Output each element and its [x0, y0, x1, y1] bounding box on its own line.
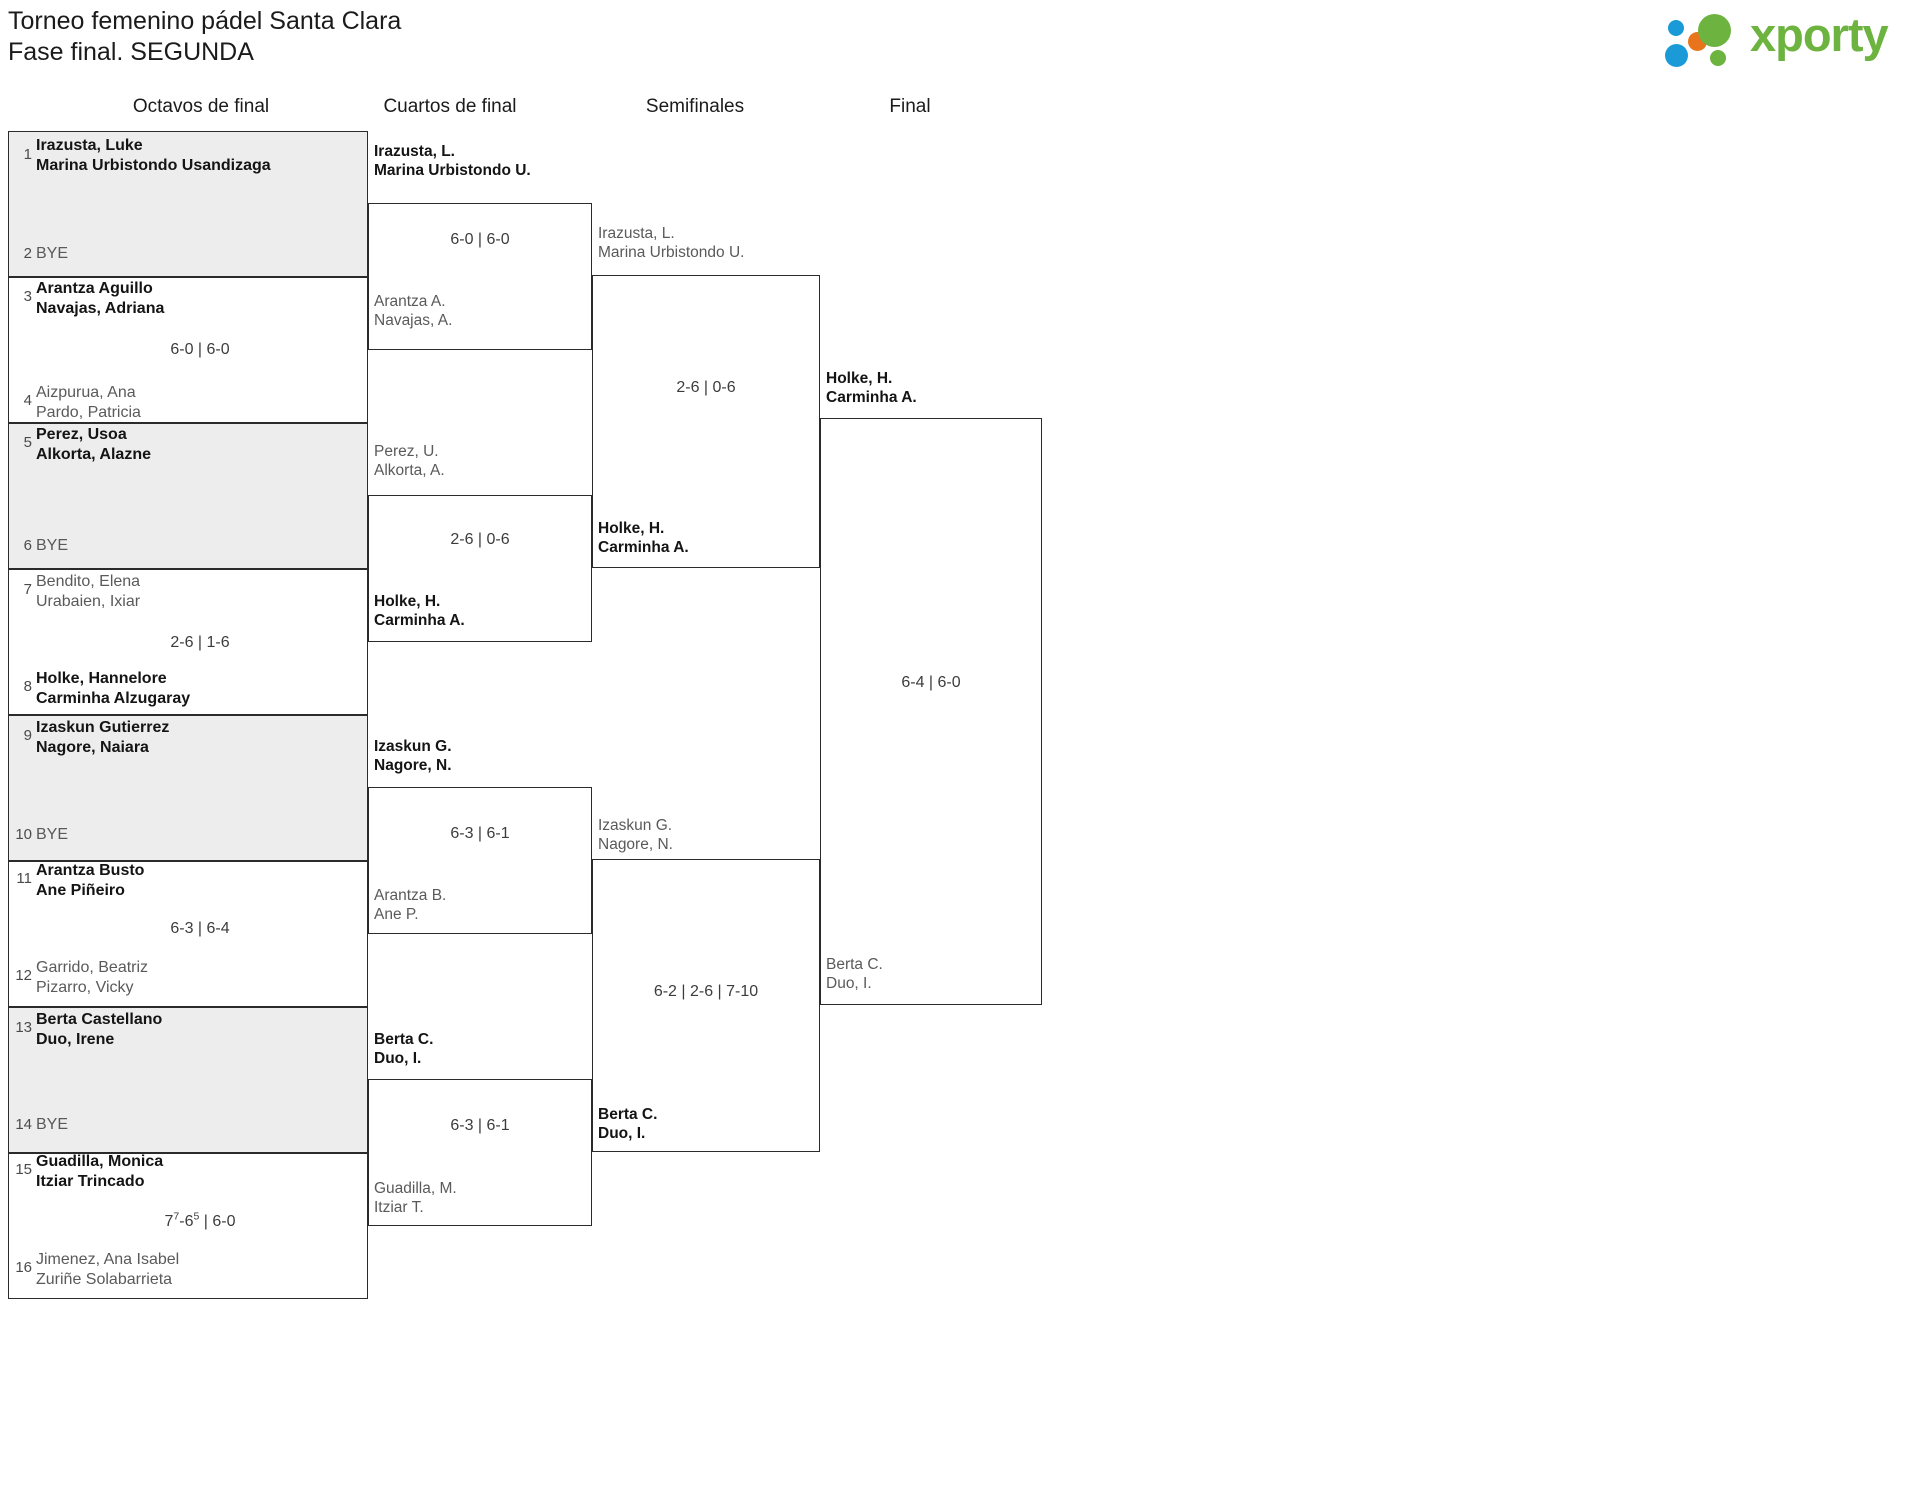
qf-team-bottom[interactable]: Arantza B. Ane P. [374, 887, 447, 923]
r16-pair-box-3[interactable] [8, 423, 368, 569]
seed-number: 16 [15, 1259, 32, 1276]
qf-team-top[interactable]: Izaskun G. Nagore, N. [374, 738, 452, 774]
seed-number: 15 [15, 1161, 32, 1178]
seed-number: 3 [23, 288, 32, 305]
final-team-top[interactable]: Holke, H. Carminha A. [826, 370, 917, 406]
seed-number: 12 [15, 967, 32, 984]
sf-score: 2-6 | 0-6 [676, 379, 736, 396]
r16-score: 77-65 | 6-0 [164, 1210, 236, 1230]
xporty-logo: xporty [1658, 6, 1908, 68]
seed-number: 8 [23, 678, 32, 695]
seed-number: 4 [23, 392, 32, 409]
r16-team: BYE [36, 245, 69, 262]
qf-score: 6-0 | 6-0 [450, 231, 510, 248]
r16-team[interactable]: Guadilla, Monica Itziar Trincado [36, 1153, 164, 1190]
qf-score: 2-6 | 0-6 [450, 531, 510, 548]
qf-score: 6-3 | 6-1 [450, 1117, 510, 1134]
round-heading-octavos: Octavos de final [132, 96, 270, 117]
sf-team-bottom[interactable]: Holke, H. Carminha A. [598, 520, 689, 556]
final-team-bottom[interactable]: Berta C. Duo, I. [826, 956, 883, 992]
r16-team[interactable]: Aizpurua, Ana Pardo, Patricia [36, 384, 141, 421]
r16-pair-box-8[interactable] [8, 1153, 368, 1299]
seed-number: 6 [23, 537, 32, 554]
qf-team-top[interactable]: Berta C. Duo, I. [374, 1031, 434, 1067]
r16-pair-box-1[interactable] [8, 131, 368, 277]
seed-number: 11 [16, 870, 32, 887]
round-heading-cuartos: Cuartos de final [383, 96, 517, 117]
qf-match-box-4[interactable] [368, 1079, 592, 1226]
r16-team[interactable]: Arantza Aguillo Navajas, Adriana [36, 280, 165, 317]
r16-team[interactable]: Arantza Busto Ane Piñeiro [36, 862, 145, 899]
logo-dot-blue-small [1668, 20, 1684, 36]
final-match-box[interactable] [820, 418, 1042, 1005]
qf-team-top[interactable]: Perez, U. Alkorta, A. [374, 443, 445, 479]
qf-match-box-2[interactable] [368, 495, 592, 642]
qf-match-box-1[interactable] [368, 203, 592, 350]
qf-team-bottom[interactable]: Holke, H. Carminha A. [374, 593, 465, 629]
logo-dot-blue-large [1665, 44, 1688, 67]
r16-score: 6-3 | 6-4 [170, 920, 230, 937]
logo-wordmark: xporty [1750, 8, 1889, 61]
seed-number: 14 [15, 1116, 32, 1133]
sf-match-box-1[interactable] [592, 275, 820, 568]
r16-team[interactable]: Garrido, Beatriz Pizarro, Vicky [36, 959, 149, 996]
seed-number: 10 [15, 826, 32, 843]
r16-pair-box-2[interactable] [8, 277, 368, 423]
r16-pair-box-4[interactable] [8, 569, 368, 715]
r16-pair-box-5[interactable] [8, 715, 368, 861]
round-heading-final: Final [889, 96, 931, 117]
seed-number: 9 [23, 727, 32, 744]
sf-match-box-2[interactable] [592, 859, 820, 1152]
seed-number: 5 [23, 434, 32, 451]
r16-pair-box-6[interactable] [8, 861, 368, 1007]
r16-team[interactable]: Irazusta, Luke Marina Urbistondo Usandiz… [36, 137, 271, 174]
logo-dot-green-small [1710, 50, 1726, 66]
round-heading-semifinales: Semifinales [645, 96, 745, 117]
r16-team[interactable]: Izaskun Gutierrez Nagore, Naiara [36, 719, 170, 756]
r16-team: BYE [36, 1116, 69, 1133]
r16-team[interactable]: Berta Castellano Duo, Irene [36, 1011, 163, 1048]
seed-number: 1 [23, 146, 32, 163]
r16-team[interactable]: Perez, Usoa Alkorta, Alazne [36, 426, 151, 463]
qf-team-top[interactable]: Irazusta, L. Marina Urbistondo U. [374, 143, 531, 179]
r16-team: BYE [36, 537, 69, 554]
logo-dot-green-large [1698, 14, 1731, 47]
final-score: 6-4 | 6-0 [901, 674, 961, 691]
r16-team[interactable]: Holke, Hannelore Carminha Alzugaray [36, 670, 191, 707]
r16-pair-box-7[interactable] [8, 1007, 368, 1153]
r16-team: BYE [36, 826, 69, 843]
sf-team-bottom[interactable]: Berta C. Duo, I. [598, 1106, 658, 1142]
qf-score: 6-3 | 6-1 [450, 825, 510, 842]
qf-match-box-3[interactable] [368, 787, 592, 934]
qf-team-bottom[interactable]: Guadilla, M. Itziar T. [374, 1180, 457, 1216]
r16-team[interactable]: Jimenez, Ana Isabel Zuriñe Solabarrieta [36, 1251, 180, 1288]
page-title: Torneo femenino pádel Santa Clara Fase f… [8, 7, 402, 66]
sf-team-top[interactable]: Izaskun G. Nagore, N. [598, 817, 673, 853]
seed-number: 7 [23, 581, 32, 598]
r16-score: 2-6 | 1-6 [170, 634, 230, 651]
sf-team-top[interactable]: Irazusta, L. Marina Urbistondo U. [598, 225, 745, 261]
r16-team[interactable]: Bendito, Elena Urabaien, Ixiar [36, 573, 141, 610]
sf-score: 6-2 | 2-6 | 7-10 [653, 983, 759, 1000]
r16-score: 6-0 | 6-0 [170, 341, 230, 358]
seed-number: 2 [23, 245, 32, 262]
seed-number: 13 [15, 1019, 32, 1036]
qf-team-bottom[interactable]: Arantza A. Navajas, A. [374, 293, 453, 329]
